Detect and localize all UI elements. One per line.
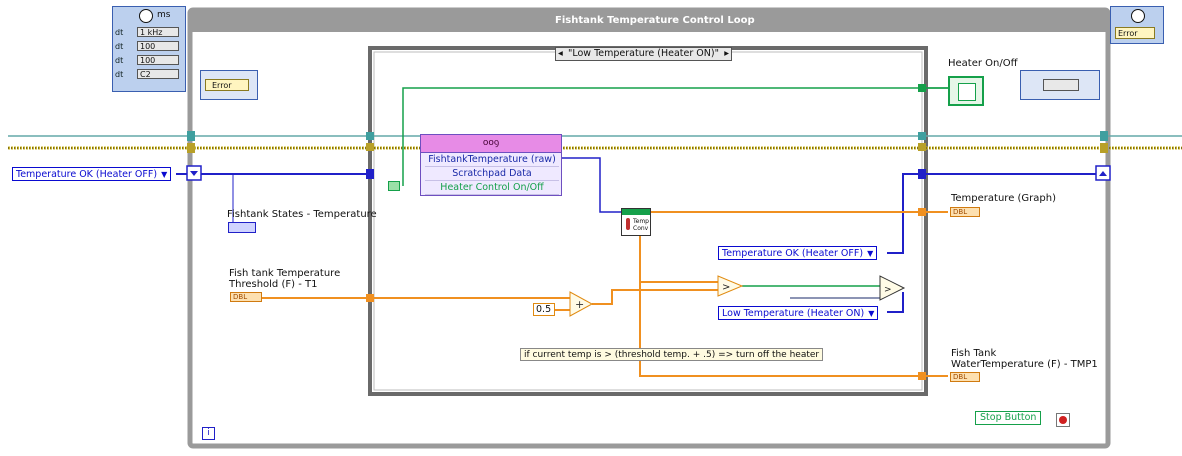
timed-loop-output-node[interactable]: Error — [1110, 6, 1164, 44]
threshold-control[interactable]: DBL — [230, 292, 262, 302]
timing-field[interactable]: 100 — [137, 41, 179, 51]
water-temp-label-line1: Fish Tank — [951, 348, 997, 359]
water-temp-label-line2: WaterTemperature (F) - TMP1 — [951, 359, 1098, 370]
constant-0-5[interactable]: 0.5 — [533, 303, 555, 316]
heater-label: Heater On/Off — [948, 58, 1018, 69]
unbundle-field[interactable]: Scratchpad Data — [425, 167, 559, 181]
dropdown-arrow-icon[interactable]: ▼ — [867, 249, 874, 258]
states-type-icon — [228, 222, 256, 233]
threshold-label-line1: Fish tank Temperature — [229, 268, 341, 279]
unbundle-field[interactable]: FishtankTemperature (raw) — [425, 153, 559, 167]
timed-loop-title-bar — [192, 12, 1106, 32]
thermometer-icon — [626, 218, 630, 230]
clock-icon — [1131, 9, 1145, 23]
cluster-header-icon: ooꝯ — [421, 135, 561, 153]
led-icon — [958, 83, 976, 101]
svg-text:>: > — [722, 282, 730, 293]
diagram-comment: if current temp is > (threshold temp. + … — [520, 348, 824, 361]
error-out-label: Error — [1115, 27, 1155, 39]
dropdown-arrow-icon[interactable]: ▼ — [161, 170, 168, 179]
states-label: Fishtank States - Temperature — [227, 209, 377, 220]
tunnel — [366, 132, 374, 140]
greater-than-node — [717, 275, 744, 297]
tunnel — [918, 208, 926, 216]
timed-loop-input-node[interactable]: ms dt 1 kHz dt 100 dt 100 dt C2 — [112, 6, 186, 92]
timed-loop-frame — [187, 7, 1111, 449]
iteration-terminal: i — [202, 427, 215, 440]
unbundle-by-name[interactable]: ooꝯ FishtankTemperature (raw) Scratchpad… — [420, 134, 562, 196]
timing-row: dt — [115, 70, 124, 79]
stop-button-terminal[interactable]: Stop Button — [975, 411, 1042, 425]
svg-text:>: > — [884, 285, 892, 295]
dropdown-arrow-icon[interactable]: ▼ — [868, 309, 875, 318]
timing-row: dt — [115, 28, 124, 37]
timing-field[interactable]: 100 — [137, 55, 179, 65]
loop-title: Fishtank Temperature Control Loop — [555, 15, 755, 26]
graph-label: Temperature (Graph) — [951, 193, 1056, 204]
heater-indicator[interactable] — [948, 76, 984, 106]
tunnel — [918, 84, 926, 92]
tunnel — [918, 169, 926, 179]
ring-low-temperature[interactable]: Low Temperature (Heater ON)▼ — [718, 306, 879, 320]
tunnel — [918, 132, 926, 140]
threshold-label-line2: Threshold (F) - T1 — [229, 279, 318, 290]
loop-condition-stop-icon[interactable] — [1056, 413, 1070, 427]
bool-constant[interactable] — [388, 181, 400, 191]
clock-icon — [139, 9, 153, 23]
error-cluster-right[interactable] — [1020, 70, 1100, 100]
timing-field[interactable]: C2 — [137, 69, 179, 79]
tunnel — [366, 143, 374, 151]
stop-button-label: Stop Button — [980, 412, 1037, 423]
select-node — [879, 275, 906, 301]
unbundle-field[interactable]: Heater Control On/Off — [425, 181, 559, 195]
error-label: Error — [205, 79, 249, 91]
case-selector[interactable]: ◂ "Low Temperature (Heater ON)" ▸ — [555, 47, 732, 61]
ring-temperature-ok[interactable]: Temperature OK (Heater OFF)▼ — [718, 246, 878, 260]
state-control[interactable]: Temperature OK (Heater OFF)▼ — [12, 167, 172, 181]
case-next-arrow[interactable]: ▸ — [724, 48, 729, 59]
temp-conv-subvi[interactable]: Temp Conv — [621, 208, 651, 236]
unbundle-field — [1043, 79, 1079, 91]
timing-field[interactable]: 1 kHz — [137, 27, 179, 37]
add-node — [569, 291, 594, 317]
svg-text:+: + — [575, 298, 584, 311]
timing-row: dt — [115, 56, 124, 65]
tunnel — [918, 143, 926, 151]
case-selector-label: "Low Temperature (Heater ON)" — [568, 48, 719, 59]
tunnel — [366, 294, 374, 302]
tunnel — [366, 169, 374, 179]
error-cluster-left[interactable]: Error — [200, 70, 258, 100]
tunnel — [918, 372, 926, 380]
water-temp-indicator[interactable]: DBL — [950, 372, 980, 382]
case-prev-arrow[interactable]: ◂ — [558, 48, 563, 59]
graph-indicator[interactable]: DBL — [950, 207, 980, 217]
timing-row: dt — [115, 42, 124, 51]
timing-unit: ms — [157, 10, 171, 20]
